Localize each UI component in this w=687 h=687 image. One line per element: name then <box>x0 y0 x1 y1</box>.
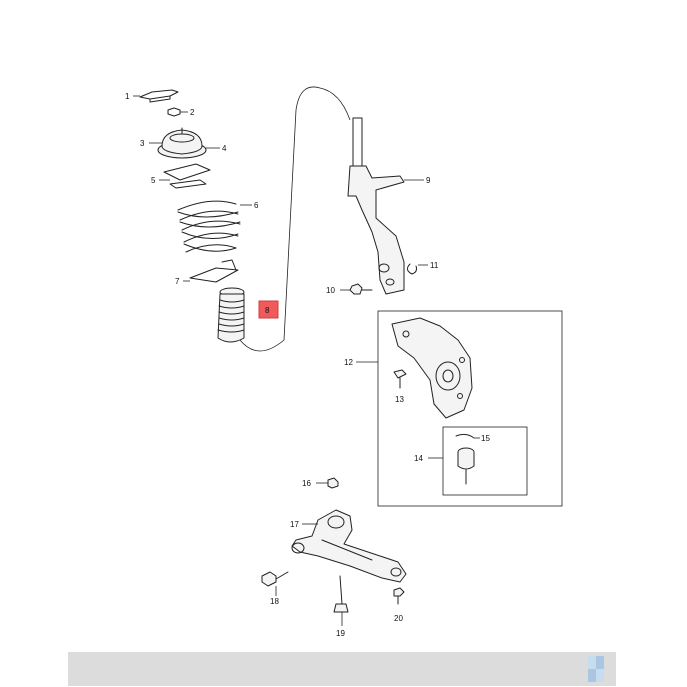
part-3-strut-mount[interactable] <box>157 127 207 159</box>
callout-14: 14 <box>414 454 423 463</box>
part-5-upper-spring-seat[interactable] <box>163 163 211 189</box>
part-15-retaining-clip[interactable] <box>455 433 475 439</box>
callout-18: 18 <box>270 597 279 606</box>
ball-joint-group-box <box>442 426 528 496</box>
thumbnail-tile <box>588 656 596 669</box>
callout-11: 11 <box>430 261 439 270</box>
callout-7: 7 <box>175 277 180 286</box>
part-9-strut-assembly[interactable] <box>347 117 405 295</box>
thumbnail-tile <box>596 656 604 669</box>
callout-10: 10 <box>326 286 335 295</box>
part-17-lower-control-arm[interactable] <box>291 509 407 583</box>
callout-4: 4 <box>222 144 227 153</box>
part-13-bolt[interactable] <box>393 369 407 389</box>
callout-6: 6 <box>254 201 259 210</box>
part-6-coil-spring[interactable] <box>177 200 241 253</box>
part-1-upper-plate[interactable] <box>139 89 179 103</box>
part-19-long-bolt[interactable] <box>333 575 349 613</box>
callout-17: 17 <box>290 520 299 529</box>
thumbnail-placeholder[interactable] <box>588 656 604 682</box>
callout-16: 16 <box>302 479 311 488</box>
part-12-steering-knuckle[interactable] <box>391 317 473 419</box>
assembly-grouping-line <box>239 86 351 352</box>
part-20-nut[interactable] <box>393 587 405 605</box>
footer-bar <box>68 652 616 686</box>
callout-8-highlight-box[interactable] <box>258 300 279 319</box>
part-16-nut[interactable] <box>327 477 339 489</box>
callout-2: 2 <box>190 108 195 117</box>
callout-13: 13 <box>395 395 404 404</box>
callout-5: 5 <box>151 176 156 185</box>
callout-20: 20 <box>394 614 403 623</box>
part-18-bolt[interactable] <box>261 571 289 587</box>
callout-15: 15 <box>481 434 490 443</box>
callout-1: 1 <box>125 92 130 101</box>
callout-3: 3 <box>140 139 145 148</box>
part-10-bolt[interactable] <box>349 283 373 295</box>
callout-19: 19 <box>336 629 345 638</box>
callout-8: 8 <box>265 306 270 315</box>
callout-9: 9 <box>426 176 431 185</box>
part-8-dust-boot[interactable] <box>217 287 245 343</box>
knuckle-group-box <box>377 310 563 507</box>
part-11-clip[interactable] <box>406 263 417 275</box>
callout-12: 12 <box>344 358 353 367</box>
part-7-lower-isolator[interactable] <box>189 259 239 283</box>
part-2-nut[interactable] <box>167 107 181 117</box>
thumbnail-tile <box>588 669 596 682</box>
thumbnail-tile <box>596 669 604 682</box>
part-14-ball-joint[interactable] <box>457 447 475 485</box>
